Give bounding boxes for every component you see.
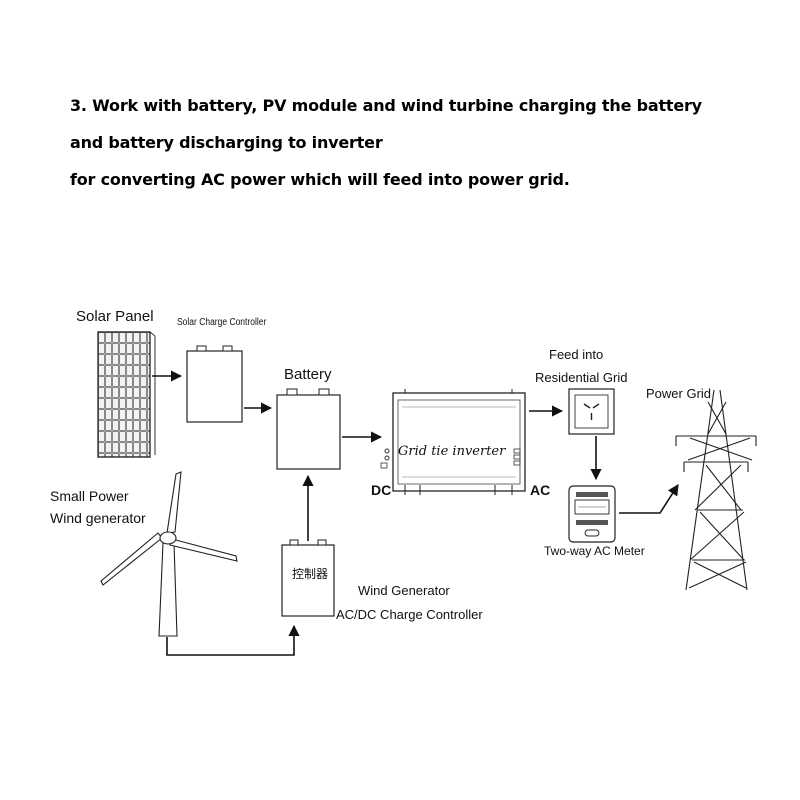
label-wind-generator-line2: AC/DC Charge Controller — [336, 607, 483, 622]
label-grid-tie-inverter: Grid tie inverter — [398, 444, 506, 459]
label-battery: Battery — [284, 366, 332, 383]
label-wind-generator-line1: Wind Generator — [358, 583, 450, 598]
label-feed-into: Feed into — [549, 347, 604, 362]
connections — [152, 370, 679, 656]
wind-charge-controller-icon — [281, 539, 335, 617]
two-way-meter-icon — [568, 485, 616, 543]
power-grid-tower-icon — [675, 389, 757, 591]
solar-panel-icon — [97, 331, 156, 458]
label-ac: AC — [530, 482, 551, 498]
label-small-power-line1: Small Power — [50, 488, 129, 504]
label-wind-controller-chars: 控制器 — [292, 567, 329, 581]
heading-line-1: 3. Work with battery, PV module and wind… — [70, 96, 702, 115]
label-power-grid: Power Grid — [646, 386, 712, 401]
label-two-way-meter: Two-way AC Meter — [544, 544, 645, 558]
label-solar-charge-controller: Solar Charge Controller — [177, 317, 267, 328]
wind-turbine-icon — [100, 471, 238, 637]
label-dc: DC — [371, 482, 392, 498]
label-residential-grid: Residential Grid — [535, 370, 628, 385]
grid-tie-inverter-icon — [380, 389, 526, 495]
heading-line-2: and battery discharging to inverter — [70, 133, 383, 152]
wall-socket-icon — [568, 388, 615, 435]
heading-line-3: for converting AC power which will feed … — [70, 170, 570, 189]
label-solar-panel: Solar Panel — [76, 308, 154, 325]
solar-charge-controller-icon — [186, 345, 243, 423]
label-small-power-line2: Wind generator — [50, 510, 146, 526]
battery-icon — [276, 388, 341, 470]
